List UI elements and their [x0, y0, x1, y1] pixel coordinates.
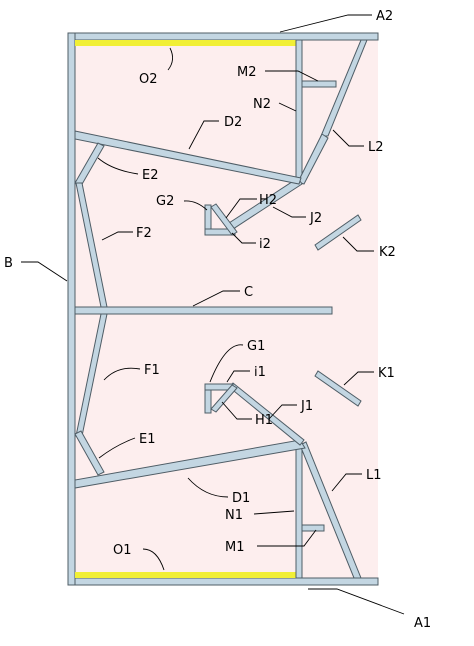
- leader-i2: [231, 232, 256, 244]
- lower-vertical-post: [295, 444, 303, 579]
- leader-A2: [279, 14, 372, 33]
- leader-M1: [257, 529, 317, 547]
- label-B: B: [4, 256, 13, 271]
- label-E1: E1: [139, 432, 156, 447]
- leader-L1: [331, 473, 362, 492]
- label-O2: O2: [139, 72, 158, 87]
- label-i1: i1: [254, 365, 266, 380]
- lower-isolated-bar: [314, 370, 362, 407]
- lower-short-horizontal: [301, 524, 325, 532]
- leader-O2: [167, 47, 173, 71]
- lower-bracket-diagonal: [210, 384, 238, 413]
- part-labels: A2 M2 O2 N2 D2 L2 E2 G2 H2 J2 F2 i2 K2 B…: [4, 9, 431, 631]
- leader-B: [21, 261, 68, 282]
- leader-M2: [265, 70, 319, 82]
- middle-horizontal-beam: [74, 306, 333, 315]
- leader-A1: [308, 588, 405, 615]
- label-K1: K1: [378, 366, 395, 381]
- label-F2: F2: [136, 226, 152, 241]
- left-rail: [67, 32, 76, 586]
- leader-E2: [97, 157, 139, 175]
- label-D2: D2: [224, 115, 242, 130]
- label-N2: N2: [253, 97, 271, 112]
- leader-J2: [272, 206, 306, 218]
- label-G1: G1: [247, 339, 265, 354]
- label-A2: A2: [376, 9, 393, 24]
- label-L1: L1: [366, 468, 382, 483]
- leader-F2: [101, 231, 133, 241]
- leader-D2: [188, 120, 219, 150]
- leader-N1: [253, 510, 295, 515]
- label-J2: J2: [309, 211, 322, 226]
- leader-E1: [98, 437, 136, 459]
- leader-lines: [21, 14, 405, 615]
- leader-G1: [209, 344, 244, 383]
- bottom-highlight-bar: [75, 572, 297, 578]
- lower-slanted-beam: [74, 439, 306, 489]
- leader-J1: [268, 404, 297, 420]
- upper-isolated-bar: [314, 214, 362, 251]
- label-G2: G2: [156, 194, 174, 209]
- lower-diagonal-member: [299, 441, 362, 579]
- label-O1: O1: [113, 543, 132, 558]
- label-N1: N1: [225, 508, 243, 523]
- label-i2: i2: [259, 237, 271, 252]
- leader-F1: [103, 367, 141, 381]
- label-H2: H2: [259, 193, 277, 208]
- label-F1: F1: [144, 363, 160, 378]
- leader-H1: [221, 401, 252, 420]
- upper-bracket-diagonal: [210, 203, 238, 236]
- bottom-rail: [67, 577, 379, 586]
- leader-D1: [187, 477, 229, 498]
- frame-members: [67, 32, 379, 586]
- top-highlight-bar: [75, 40, 297, 46]
- upper-diagonal-member: [320, 39, 368, 137]
- leader-L2: [332, 129, 364, 147]
- label-M1: M1: [225, 540, 245, 555]
- leader-K2: [342, 236, 374, 252]
- upper-slanted-beam: [74, 130, 302, 185]
- leader-O1: [142, 548, 165, 571]
- upper-short-horizontal: [301, 80, 337, 88]
- leader-i1: [226, 370, 250, 383]
- leader-G2: [183, 200, 208, 211]
- leader-K1: [343, 371, 374, 386]
- leader-H2: [225, 198, 257, 219]
- upper-vertical-post: [295, 39, 303, 183]
- label-K2: K2: [379, 245, 396, 260]
- top-rail: [67, 32, 379, 41]
- label-D1: D1: [232, 491, 250, 506]
- label-C: C: [244, 285, 253, 300]
- leader-C: [192, 290, 240, 307]
- label-J1: J1: [300, 399, 313, 414]
- upper-link-lower: [297, 133, 329, 185]
- lower-left-brace: [74, 430, 105, 476]
- label-L2: L2: [368, 140, 384, 155]
- label-E2: E2: [142, 168, 159, 183]
- label-M2: M2: [237, 65, 257, 80]
- label-A1: A1: [414, 616, 431, 631]
- leader-N2: [278, 102, 297, 112]
- label-H1: H1: [255, 413, 273, 428]
